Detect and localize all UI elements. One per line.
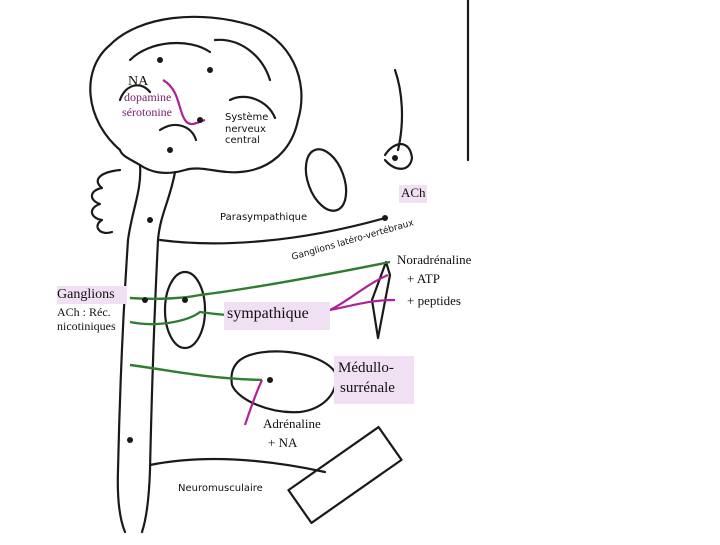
neuron-body xyxy=(157,57,163,63)
plus-na-label: + NA xyxy=(268,435,298,450)
neuron-body xyxy=(207,67,213,73)
neuron-body xyxy=(382,215,388,221)
neuron-body xyxy=(197,117,203,123)
brain-fold xyxy=(213,38,272,82)
brain-fold xyxy=(128,41,212,62)
dopamine-label: dopamine xyxy=(124,90,172,104)
ganglions-highlight xyxy=(57,286,127,304)
parasympathetic-fiber xyxy=(158,216,387,245)
noradrenergic-terminal-2 xyxy=(329,298,396,312)
muscle-fiber xyxy=(287,425,403,525)
noradrenaline-label: Noradrénaline xyxy=(397,252,472,267)
brain-fold xyxy=(228,95,277,120)
cerebellum-coil xyxy=(90,168,122,234)
na-label: NA xyxy=(128,74,149,89)
parasympathique-label: Parasympathique xyxy=(220,212,308,223)
ganglions-label: Ganglions xyxy=(57,287,115,302)
lateral-ganglion xyxy=(163,270,207,350)
neuron-body xyxy=(147,217,153,223)
sympathique-highlight xyxy=(224,302,330,330)
medullo-label-line1: Médullo- xyxy=(338,360,394,376)
cns-label: Système nerveux central xyxy=(225,112,269,146)
medullo-label-line2: surrénale xyxy=(340,380,395,396)
serotonine-label: sérotonine xyxy=(122,105,172,119)
brain-fold xyxy=(118,84,152,102)
nicotinic-label: nicotiniques xyxy=(57,319,116,333)
neuron-body xyxy=(267,377,273,383)
adrenal-gland xyxy=(230,350,337,414)
neuron-body xyxy=(167,147,173,153)
ciliary-organ xyxy=(393,68,404,152)
ach-receptor-label: ACh : Réc. xyxy=(57,305,111,319)
neuron-body xyxy=(182,297,188,303)
medullo-highlight xyxy=(334,356,414,404)
brain-fold xyxy=(158,123,198,142)
neuromuscular-fiber xyxy=(148,458,327,474)
atp-label: + ATP xyxy=(407,271,440,286)
neuron-body xyxy=(142,297,148,303)
sympathetic-fiber-adrenal xyxy=(129,363,263,382)
neuron-body xyxy=(392,155,398,161)
peptides-label: + peptides xyxy=(407,293,461,308)
spinal-cord-left xyxy=(116,163,142,534)
ach-highlight xyxy=(399,185,427,203)
neuromusculaire-label: Neuromusculaire xyxy=(178,483,263,494)
adrenaline-fiber xyxy=(243,379,263,426)
spinal-cord-right xyxy=(140,170,177,534)
sympathique-label: sympathique xyxy=(227,305,309,322)
ach-top-label: ACh xyxy=(401,185,426,200)
noradrenergic-terminal-1 xyxy=(329,273,389,311)
upper-ganglion xyxy=(304,148,348,212)
brain-outline xyxy=(89,15,303,175)
adrenaline-label: Adrénaline xyxy=(263,416,321,431)
smooth-muscle-target xyxy=(370,260,392,340)
neuron-body xyxy=(127,437,133,443)
sympathetic-fiber-top xyxy=(129,260,391,300)
eye-organ xyxy=(383,143,414,170)
